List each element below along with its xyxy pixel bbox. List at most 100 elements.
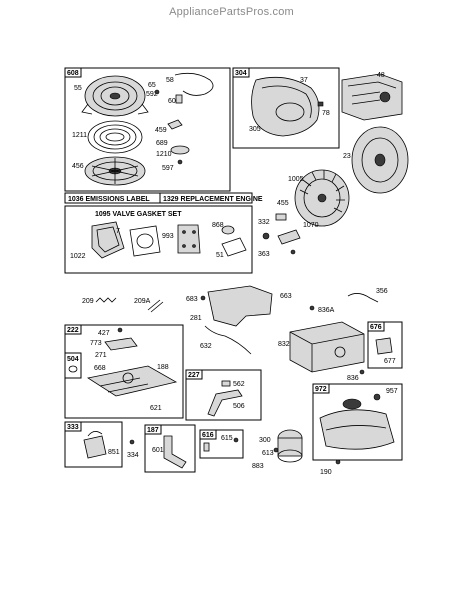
handle-drawing	[175, 94, 183, 104]
part-label: 868	[212, 222, 224, 229]
panel-972-id: 972	[315, 386, 327, 393]
retainer-drawing	[170, 145, 190, 155]
panel-608-id: 608	[67, 70, 79, 77]
valve-cover-gasket-drawing	[177, 224, 201, 254]
armature-drawing	[277, 229, 301, 245]
part-label: 683	[186, 296, 198, 303]
part-label: 363	[258, 251, 270, 258]
part-label: 58	[166, 77, 174, 84]
panel-333	[64, 421, 123, 468]
part-label: 1070	[303, 222, 319, 229]
part-label: 456	[72, 163, 84, 170]
panel-187-id: 187	[147, 427, 159, 434]
dipstick-tube-drawing	[163, 435, 187, 469]
head-gasket-bore	[136, 233, 154, 249]
part-label: 48	[377, 72, 385, 79]
screw-drawing	[177, 159, 183, 165]
panel-616	[199, 429, 244, 459]
panel-227-tag	[185, 369, 203, 380]
part-label: 23	[343, 153, 351, 160]
screw-drawing	[200, 295, 206, 301]
panel-972-tag	[312, 383, 330, 394]
pulley-drawing	[84, 156, 146, 186]
part-label: 271	[95, 352, 107, 359]
panel-227-id: 227	[188, 372, 200, 379]
panel-676-tag	[367, 321, 385, 332]
emissions-label-text: 1036 EMISSIONS LABEL	[68, 196, 150, 203]
part-label: 836A	[318, 307, 335, 314]
engine-block-drawing	[341, 73, 403, 121]
link-drawing	[204, 325, 252, 355]
fuel-tank-drawing	[319, 398, 395, 450]
part-label: 836	[347, 375, 359, 382]
panel-304-id: 304	[235, 70, 247, 77]
panel-972	[312, 383, 403, 461]
part-label: 677	[384, 358, 396, 365]
starter-rope-drawing	[174, 72, 214, 96]
part-label: 1022	[70, 253, 86, 260]
part-label: 689	[156, 140, 168, 147]
part-label: 190	[320, 469, 332, 476]
head-gasket-drawing	[129, 225, 161, 257]
panel-504	[64, 352, 82, 379]
part-label: 506	[233, 403, 245, 410]
part-label: 993	[162, 233, 174, 240]
panel-333-id: 333	[67, 424, 79, 431]
seal-drawing	[221, 225, 235, 235]
spring-drawing	[95, 297, 117, 303]
panel-608	[64, 67, 231, 192]
part-label: 356	[376, 288, 388, 295]
part-label: 55	[74, 85, 82, 92]
ignition-coil-drawing	[83, 435, 107, 459]
part-label: 663	[280, 293, 292, 300]
part-label: 1210	[156, 151, 172, 158]
part-label: 883	[252, 463, 264, 470]
cover-gasket-inner	[96, 226, 120, 253]
bolt-drawing	[262, 232, 270, 240]
starter-housing-drawing	[81, 75, 149, 117]
panel-304-tag	[232, 67, 250, 78]
part-label: 621	[150, 405, 162, 412]
intake-gasket-drawing	[221, 237, 247, 257]
part-label: 459	[155, 127, 167, 134]
part-label: 562	[233, 381, 245, 388]
part-label: 305	[249, 126, 261, 133]
panel-187-tag	[144, 424, 162, 435]
part-label: 851	[108, 449, 120, 456]
part-label: 1211	[72, 132, 87, 139]
replacement-engine-box	[159, 192, 253, 204]
part-label: 455	[277, 200, 289, 207]
control-plate-drawing	[86, 365, 178, 397]
panel-gasket-set	[64, 205, 253, 274]
muffler-guard-drawing	[375, 337, 393, 355]
panel-504-id: 504	[67, 356, 79, 363]
part-label: 78	[322, 110, 330, 117]
panel-304	[232, 67, 340, 149]
part-label: 427	[98, 330, 110, 337]
panel-676-id: 676	[370, 324, 382, 331]
part-label: 597	[162, 165, 174, 172]
part-label: 209	[82, 298, 94, 305]
part-label: 957	[386, 388, 398, 395]
part-label: 332	[258, 219, 270, 226]
wire-drawing	[347, 293, 379, 303]
rewind-spring-drawing	[87, 120, 143, 154]
gasket-set-title: 1095 VALVE GASKET SET	[95, 211, 182, 218]
part-label: 51	[216, 252, 224, 259]
ignition-coil-wire	[87, 431, 103, 437]
bushing-drawing	[221, 380, 231, 387]
flywheel-drawing	[351, 126, 409, 194]
part-label: 7	[116, 228, 120, 235]
oil-fill-drawing	[277, 429, 303, 463]
screw-drawing	[290, 249, 296, 255]
screw-drawing	[117, 327, 123, 333]
replacement-engine-text: 1329 REPLACEMENT ENGINE	[163, 196, 263, 203]
panel-222-id: 222	[67, 327, 79, 334]
panel-676	[367, 321, 403, 369]
part-label: 1005	[288, 176, 304, 183]
governor-lever-drawing	[207, 389, 243, 417]
nut-drawing	[275, 213, 287, 221]
screw-drawing	[129, 439, 135, 445]
panel-227	[185, 369, 262, 421]
